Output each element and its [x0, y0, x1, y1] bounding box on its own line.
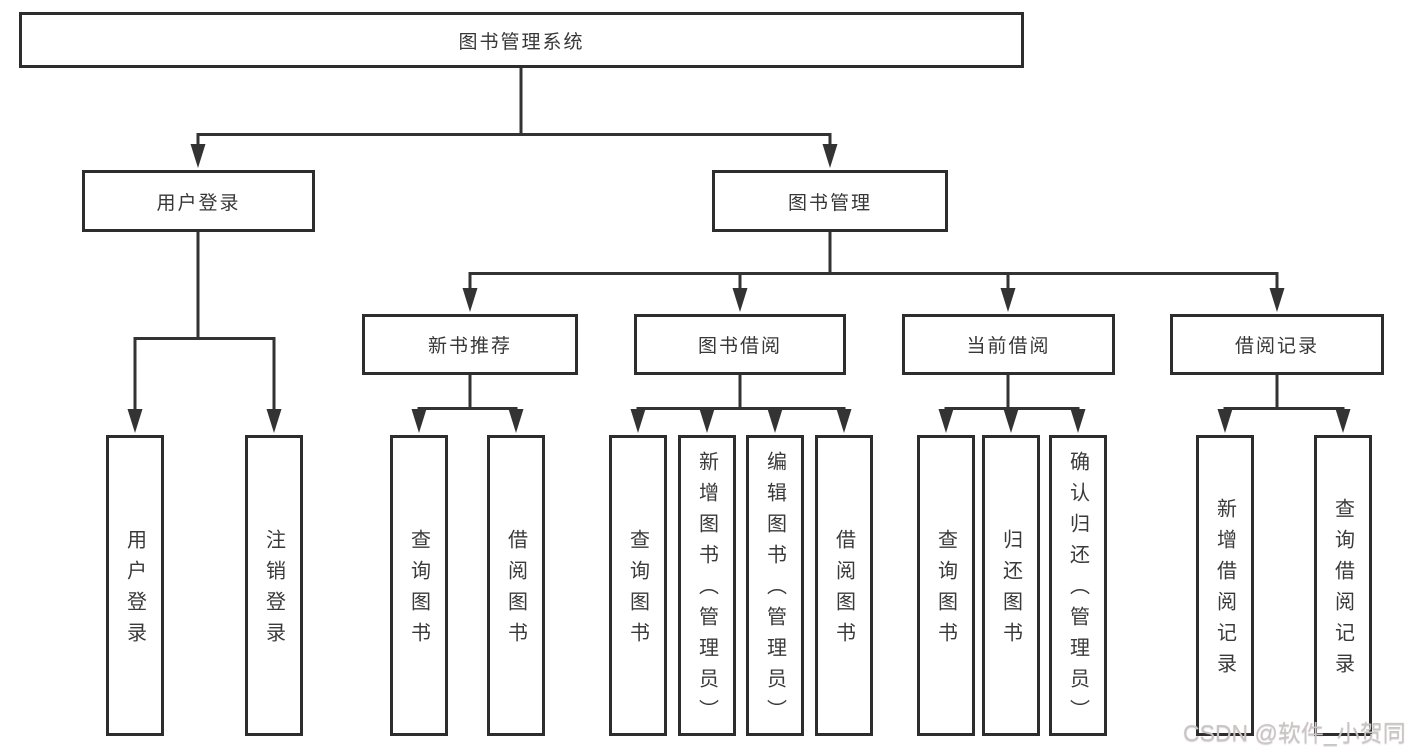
leaf-confirm-return-admin: 确认归还（管理员）	[1049, 435, 1107, 736]
leaf-logout-label: 注销登录	[262, 528, 285, 653]
leaf-query-books-2: 查询图书	[609, 435, 667, 736]
leaf-edit-books-admin: 编辑图书（管理员）	[746, 435, 804, 736]
node-borrowing-records-label: 借阅记录	[1234, 336, 1319, 357]
leaf-query-borrow-record: 查询借阅记录	[1314, 435, 1372, 736]
csdn-watermark: CSDN @软件_小贺同学	[1183, 720, 1405, 746]
leaf-return-books: 归还图书	[982, 435, 1040, 736]
node-book-borrowing: 图书借阅	[634, 314, 846, 375]
node-current-borrowing: 当前借阅	[902, 314, 1115, 375]
leaf-borrow-books-1: 借阅图书	[487, 435, 545, 736]
leaf-return-books-label: 归还图书	[999, 528, 1022, 653]
leaf-add-books-admin-label: 新增图书（管理员）	[695, 451, 718, 730]
leaf-confirm-return-admin-label: 确认归还（管理员）	[1066, 451, 1089, 730]
node-book-borrowing-label: 图书借阅	[697, 336, 782, 357]
leaf-add-books-admin: 新增图书（管理员）	[678, 435, 736, 736]
node-user-login-branch: 用户登录	[82, 170, 315, 232]
leaf-query-books-1-label: 查询图书	[407, 528, 430, 653]
leaf-query-books-3: 查询图书	[917, 435, 975, 736]
leaf-add-borrow-record: 新增借阅记录	[1196, 435, 1254, 736]
node-borrowing-records: 借阅记录	[1170, 314, 1384, 375]
node-new-book-recommend-label: 新书推荐	[427, 336, 512, 357]
node-new-book-recommend: 新书推荐	[362, 314, 578, 375]
leaf-query-books-3-label: 查询图书	[934, 528, 957, 653]
node-library-system: 图书管理系统	[19, 12, 1024, 68]
node-library-system-label: 图书管理系统	[458, 31, 585, 53]
node-book-management-label: 图书管理	[787, 192, 872, 214]
leaf-query-books-1: 查询图书	[390, 435, 448, 736]
leaf-borrow-books-2-label: 借阅图书	[832, 528, 855, 653]
node-user-login-branch-label: 用户登录	[156, 192, 241, 214]
leaf-borrow-books-2: 借阅图书	[815, 435, 873, 736]
leaf-add-borrow-record-label: 新增借阅记录	[1213, 497, 1236, 684]
leaf-query-books-2-label: 查询图书	[626, 528, 649, 653]
node-book-management: 图书管理	[712, 170, 948, 232]
leaf-borrow-books-1-label: 借阅图书	[504, 528, 527, 653]
node-current-borrowing-label: 当前借阅	[966, 336, 1051, 357]
leaf-user-login-label: 用户登录	[123, 528, 146, 653]
leaf-logout: 注销登录	[245, 435, 303, 736]
leaf-user-login: 用户登录	[106, 435, 164, 736]
leaf-edit-books-admin-label: 编辑图书（管理员）	[763, 451, 786, 730]
leaf-query-borrow-record-label: 查询借阅记录	[1331, 497, 1354, 684]
